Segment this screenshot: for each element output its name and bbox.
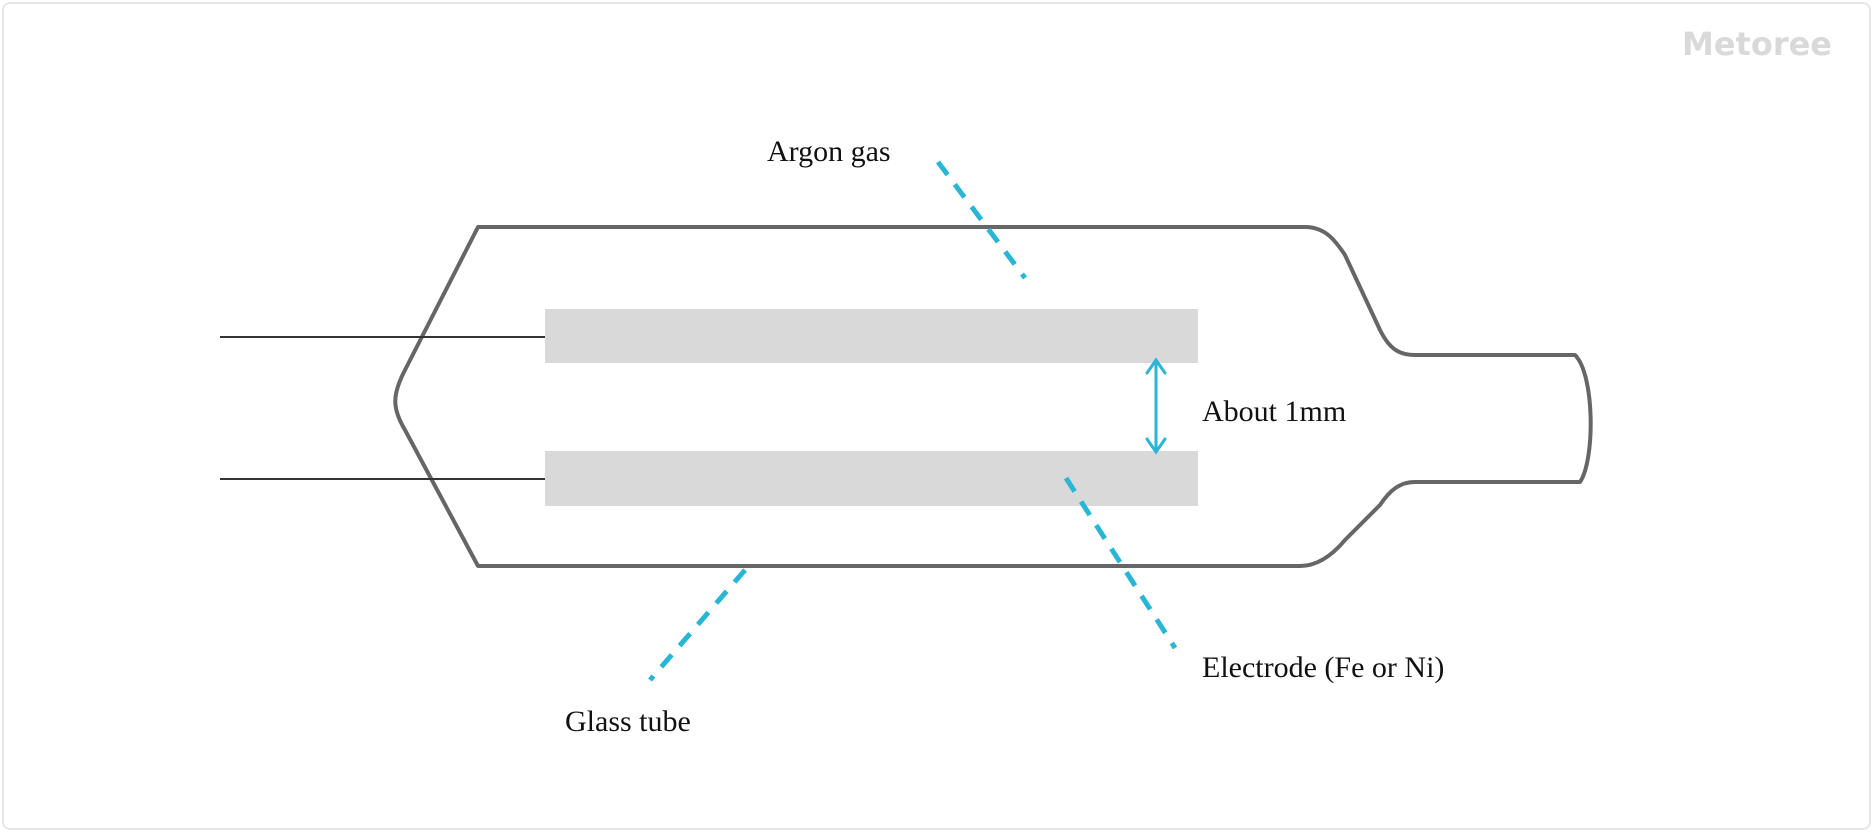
upper-electrode xyxy=(545,309,1198,363)
glass-tube-label: Glass tube xyxy=(565,705,691,738)
metoree-watermark: Metoree xyxy=(1682,25,1832,63)
glass-tube-outline xyxy=(393,225,1593,568)
argon-gas-label: Argon gas xyxy=(767,135,891,168)
electrode-pointer xyxy=(1063,476,1178,650)
gap-label: About 1mm xyxy=(1202,395,1346,428)
argon-gas-pointer xyxy=(936,160,1027,280)
lower-electrode xyxy=(545,451,1198,506)
glass-tube-pointer xyxy=(648,568,747,682)
gap-double-arrow-icon xyxy=(1145,357,1167,455)
electrode-label: Electrode (Fe or Ni) xyxy=(1202,651,1444,684)
